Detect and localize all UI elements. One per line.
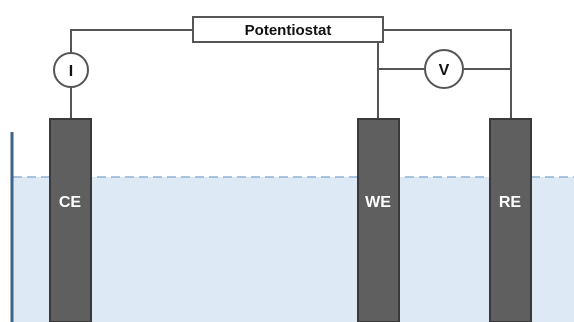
voltage-meter-label: V [439, 62, 450, 79]
electrolyte [13, 177, 574, 322]
working-electrode-label: WE [365, 194, 391, 211]
voltage-meter [424, 49, 464, 89]
ce-wire-upper [70, 29, 193, 53]
working-electrode [357, 118, 400, 322]
current-meter-label: I [69, 63, 73, 80]
reference-electrode [489, 118, 532, 322]
reference-electrode-label: RE [499, 194, 522, 211]
re-wire [383, 29, 512, 119]
counter-electrode [49, 118, 92, 322]
potentiostat-label: Potentiostat [245, 22, 332, 39]
counter-electrode-label: CE [59, 194, 82, 211]
wiring [70, 29, 512, 119]
current-meter [53, 52, 89, 88]
potentiostat-box [192, 16, 384, 43]
